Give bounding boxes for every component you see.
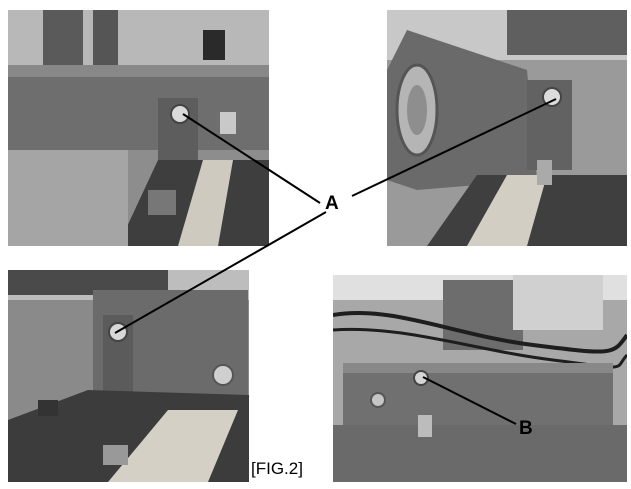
photo-bottom-left [8, 270, 249, 482]
figure-caption: [FIG.2] [251, 459, 303, 478]
machine-photo-2 [387, 10, 627, 246]
photo-top-left [8, 10, 269, 246]
callout-label-b: B [519, 418, 533, 439]
photo-bottom-right [333, 275, 627, 482]
photo-top-right [387, 10, 627, 246]
machine-photo-3 [8, 270, 249, 482]
callout-label-a: A [325, 193, 339, 214]
machine-photo-4 [333, 275, 627, 482]
machine-photo-1 [8, 10, 269, 246]
